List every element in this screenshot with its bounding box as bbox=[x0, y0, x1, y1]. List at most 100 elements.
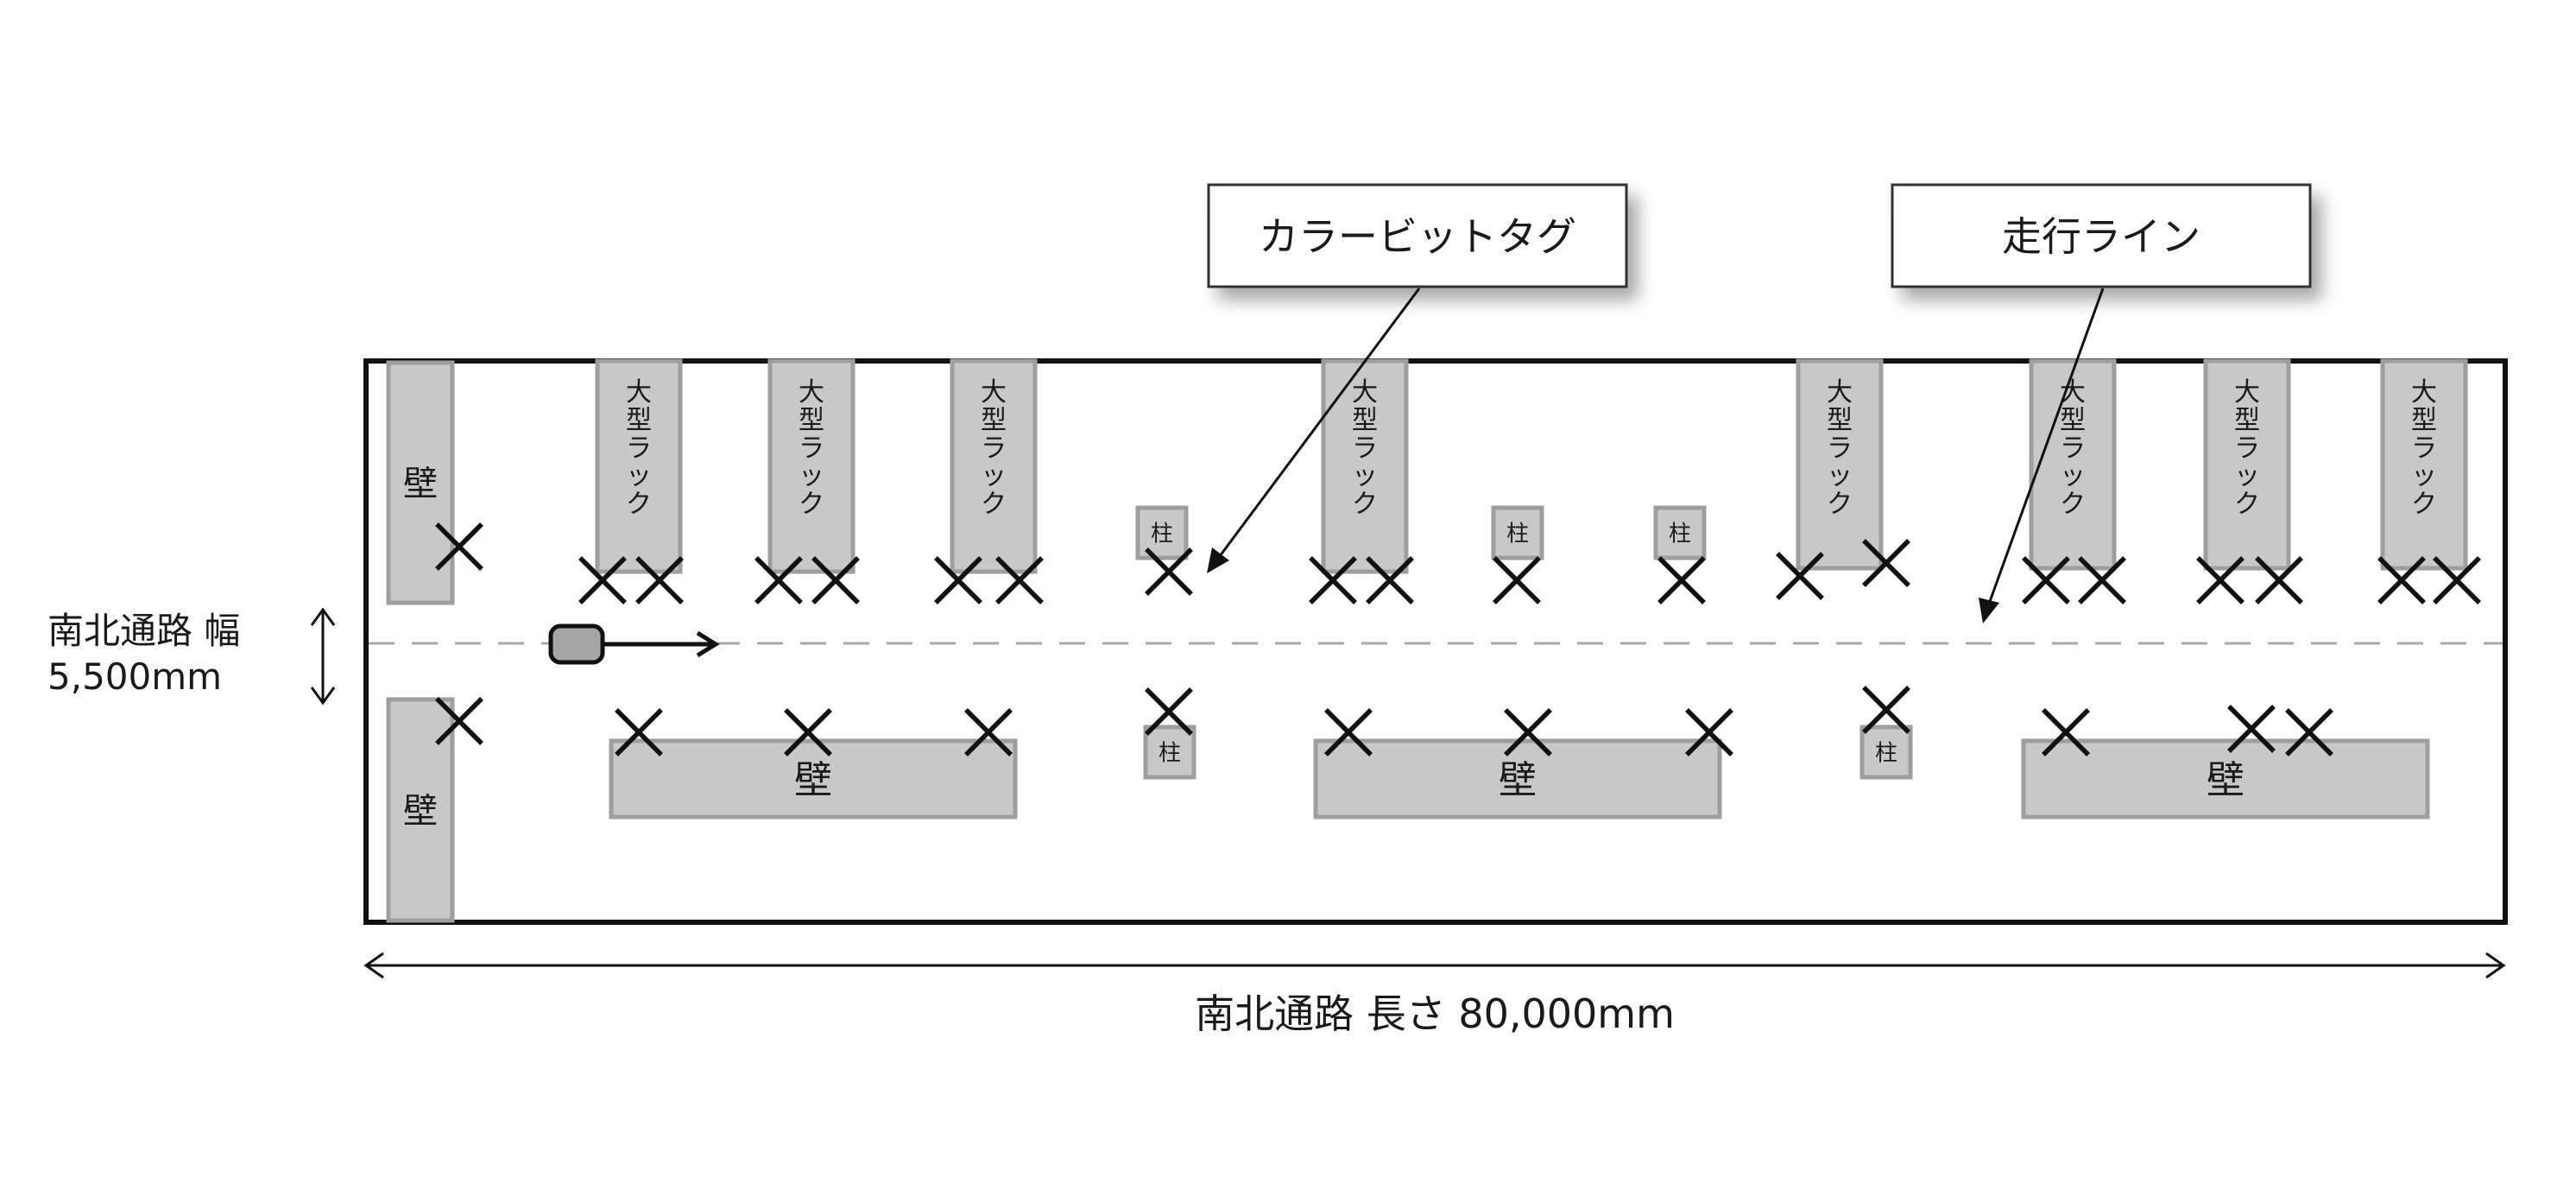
x-mark-icon bbox=[2196, 556, 2245, 604]
pillar-2: 柱 bbox=[1491, 505, 1544, 560]
pillar-1: 柱 bbox=[1135, 505, 1189, 560]
pillar-4-label: 柱 bbox=[1159, 740, 1181, 766]
large-rack-2-label: 大型ラック bbox=[799, 377, 824, 520]
x-mark-icon bbox=[1145, 547, 1193, 596]
large-rack-1-shape bbox=[595, 358, 683, 574]
large-rack-8-shape bbox=[2380, 358, 2468, 571]
large-rack-4-label: 大型ラック bbox=[1352, 377, 1378, 520]
large-rack-3-label: 大型ラック bbox=[981, 377, 1007, 520]
large-rack-7-shape bbox=[2203, 358, 2291, 571]
large-rack-6-shape bbox=[2029, 358, 2117, 571]
width-label-line2: 5,500mm bbox=[47, 655, 222, 698]
wall-bottom-1-shape bbox=[609, 738, 1018, 819]
x-mark-icon bbox=[2078, 556, 2126, 604]
aisle-outline bbox=[363, 358, 2508, 925]
wall-bottom-2: 壁 bbox=[1313, 738, 1722, 819]
x-mark-icon bbox=[964, 708, 1013, 756]
large-rack-2: 大型ラック bbox=[767, 358, 856, 574]
callout-line-box bbox=[1891, 183, 2312, 288]
large-rack-7: 大型ラック bbox=[2203, 358, 2291, 571]
x-mark-icon bbox=[754, 556, 803, 604]
length-label: 南北通路 長さ 80,000mm bbox=[1195, 990, 1675, 1037]
large-rack-8: 大型ラック bbox=[2380, 358, 2468, 571]
large-rack-6-label: 大型ラック bbox=[2060, 377, 2086, 520]
x-mark-icon bbox=[2227, 705, 2276, 753]
x-mark-icon bbox=[2377, 556, 2426, 604]
large-rack-8-label: 大型ラック bbox=[2411, 377, 2437, 520]
width-label-line1: 南北通路 幅 bbox=[47, 610, 240, 652]
pillar-1-shape bbox=[1135, 505, 1189, 560]
wall-left-bottom-label: 壁 bbox=[403, 791, 438, 831]
x-mark-icon bbox=[2042, 708, 2090, 756]
x-mark-icon bbox=[995, 556, 1044, 604]
x-mark-icon bbox=[784, 708, 832, 756]
large-rack-4-shape bbox=[1321, 358, 1409, 574]
tag-markers bbox=[435, 522, 2481, 756]
x-mark-icon bbox=[1504, 708, 1552, 756]
pillar-4: 柱 bbox=[1143, 725, 1196, 780]
x-mark-icon bbox=[1493, 556, 1541, 604]
layout-blocks: 大型ラック 大型ラック 大型ラック 大型ラック 大型ラック 大型ラック 大型ラック 大型ラック… bbox=[386, 358, 2468, 923]
large-rack-3-shape bbox=[950, 358, 1038, 574]
x-mark-icon bbox=[1862, 686, 1910, 734]
x-mark-icon bbox=[1366, 556, 1414, 604]
pillar-2-label: 柱 bbox=[1506, 521, 1529, 547]
x-mark-icon bbox=[615, 708, 663, 756]
agv-vehicle-icon bbox=[548, 623, 605, 665]
large-rack-2-shape bbox=[767, 358, 856, 574]
wall-bottom-1: 壁 bbox=[609, 738, 1018, 819]
pillar-3: 柱 bbox=[1653, 505, 1707, 560]
callout-tag: カラービットタグ bbox=[1207, 183, 1628, 573]
wall-bottom-2-shape bbox=[1313, 738, 1722, 819]
pillar-3-label: 柱 bbox=[1669, 521, 1691, 547]
wall-bottom-3-label: 壁 bbox=[2207, 758, 2245, 802]
x-mark-icon bbox=[811, 556, 860, 604]
width-dimension: 南北通路 幅 5,500mm bbox=[47, 607, 336, 706]
callout-line-arrowhead bbox=[1979, 598, 1999, 623]
callout-line-leader bbox=[1986, 288, 2105, 607]
x-mark-icon bbox=[1309, 556, 1357, 604]
wall-bottom-3: 壁 bbox=[2021, 738, 2430, 819]
pillar-2-shape bbox=[1491, 505, 1544, 560]
wall-bottom-1-label: 壁 bbox=[794, 758, 832, 802]
wall-bottom-3-shape bbox=[2021, 738, 2430, 819]
x-mark-icon bbox=[2285, 708, 2333, 756]
x-mark-icon bbox=[635, 556, 684, 604]
x-mark-icon bbox=[934, 556, 982, 604]
x-mark-icon bbox=[435, 522, 483, 571]
length-dimension: 南北通路 長さ 80,000mm bbox=[363, 952, 2506, 1037]
pillar-3-shape bbox=[1653, 505, 1707, 560]
callout-tag-arrowhead bbox=[1207, 547, 1229, 573]
x-mark-icon bbox=[2022, 556, 2070, 604]
callout-tag-box bbox=[1207, 183, 1628, 288]
wall-left-top-label: 壁 bbox=[403, 464, 438, 503]
large-rack-5-shape bbox=[1796, 358, 1884, 571]
large-rack-7-label: 大型ラック bbox=[2234, 377, 2260, 520]
pillar-1-label: 柱 bbox=[1151, 521, 1173, 547]
x-mark-icon bbox=[1145, 687, 1193, 736]
callout-line: 走行ライン bbox=[1891, 183, 2312, 623]
pillar-4-shape bbox=[1143, 725, 1196, 780]
large-rack-4: 大型ラック bbox=[1321, 358, 1409, 574]
x-mark-icon bbox=[1324, 708, 1373, 756]
wall-left-bottom: 壁 bbox=[386, 697, 455, 923]
pillar-5-shape bbox=[1859, 725, 1913, 780]
large-rack-6: 大型ラック bbox=[2029, 358, 2117, 571]
x-mark-icon bbox=[435, 697, 483, 745]
x-mark-icon bbox=[1657, 556, 1706, 604]
wall-bottom-2-label: 壁 bbox=[1499, 758, 1537, 802]
pillar-5-label: 柱 bbox=[1875, 740, 1897, 766]
callout-line-label: 走行ライン bbox=[2002, 213, 2200, 260]
large-rack-5: 大型ラック bbox=[1796, 358, 1884, 571]
wall-left-top: 壁 bbox=[386, 360, 455, 605]
large-rack-1: 大型ラック bbox=[595, 358, 683, 574]
large-rack-1-label: 大型ラック bbox=[626, 377, 652, 520]
x-mark-icon bbox=[1862, 539, 1910, 587]
large-rack-3: 大型ラック bbox=[950, 358, 1038, 574]
x-mark-icon bbox=[1685, 708, 1733, 756]
large-rack-5-label: 大型ラック bbox=[1827, 377, 1853, 520]
pillar-5: 柱 bbox=[1859, 725, 1913, 780]
callout-tag-leader bbox=[1215, 288, 1421, 560]
x-mark-icon bbox=[578, 556, 627, 604]
